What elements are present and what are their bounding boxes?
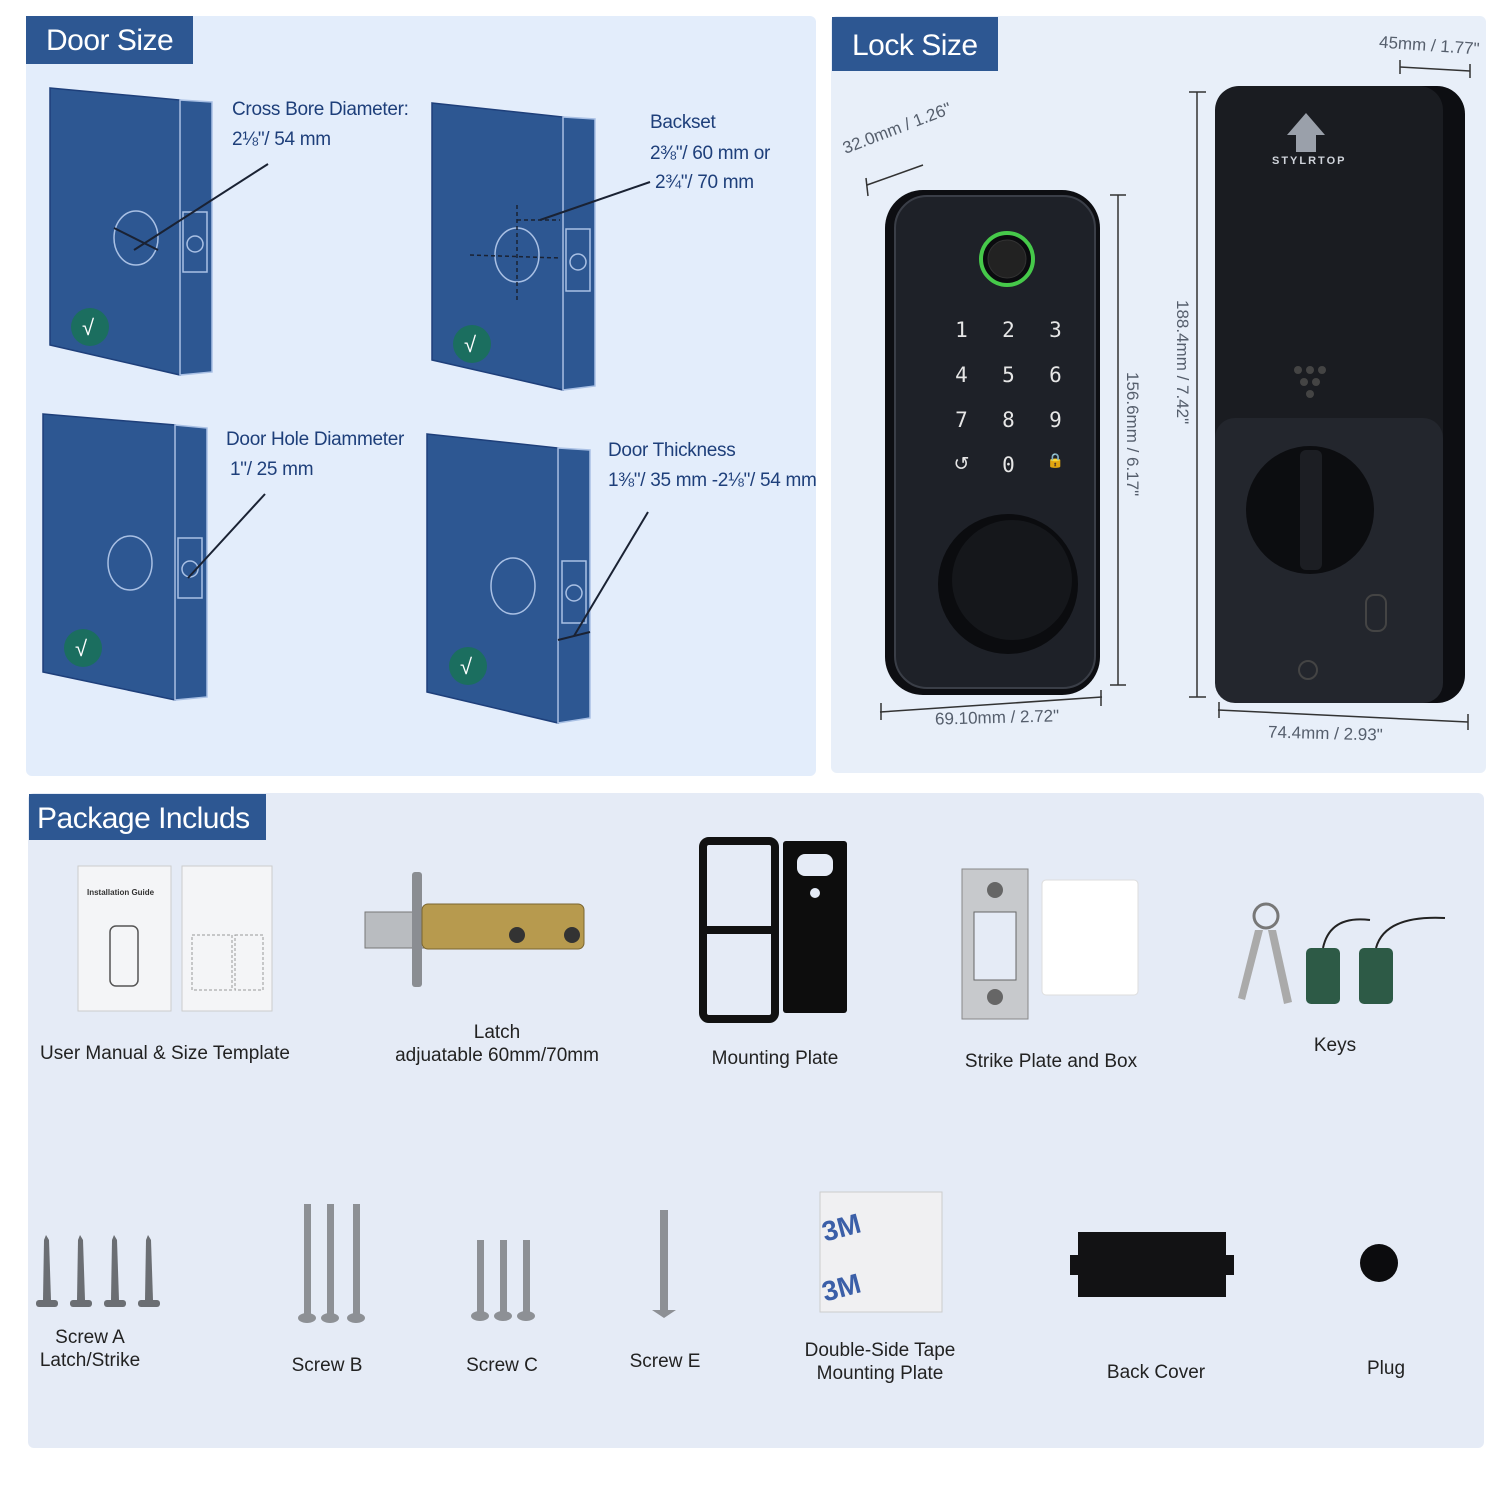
item-label-plug: Plug (1366, 1358, 1406, 1379)
lock-size-title: Lock Size (832, 17, 998, 71)
keypad-key: 3 (1049, 318, 1062, 342)
cross-bore-label: Cross Bore Diameter: (232, 99, 409, 120)
door-hole-illustration (42, 413, 266, 701)
item-label-screw-a: Screw A (55, 1327, 125, 1348)
manual-cover-title: Installation Guide (87, 888, 155, 897)
item-label-strike-plate: Strike Plate and Box (964, 1051, 1138, 1072)
check-mark-icon: √ (464, 332, 476, 357)
backset-value-1: 2⅜"/ 60 mm or (650, 143, 771, 164)
backset-label: Backset (650, 112, 716, 133)
package-row1-illustrations (77, 837, 1446, 1023)
check-mark-icon: √ (75, 636, 87, 661)
door-hole-value: 1"/ 25 mm (230, 459, 314, 480)
item-label-latch-detail: adjuatable 60mm/70mm (395, 1045, 599, 1066)
item-label-double-side-tape-detail: Mounting Plate (816, 1363, 944, 1384)
keypad-key: 4 (955, 363, 968, 387)
keypad-key: ↺ (953, 453, 970, 475)
item-label-double-side-tape: Double-Side Tape (804, 1340, 956, 1361)
front-height-dimension: 156.6mm / 6.17" (1123, 372, 1142, 497)
item-label-screw-c: Screw C (466, 1355, 538, 1376)
lock-icon: 🔒 (1046, 453, 1065, 469)
item-label-back-cover: Back Cover (1106, 1362, 1206, 1383)
door-thickness-value: 1⅜"/ 35 mm -2⅛"/ 54 mm (608, 470, 817, 491)
item-label-screw-a-detail: Latch/Strike (39, 1350, 141, 1371)
back-width-dimension: 74.4mm / 2.93" (1267, 722, 1383, 745)
keypad-key: 1 (955, 318, 968, 342)
cross-bore-value: 2⅛"/ 54 mm (232, 129, 331, 150)
keypad-key: 2 (1002, 318, 1015, 342)
door-hole-label: Door Hole Diammeter (226, 429, 405, 450)
item-label-mounting-plate: Mounting Plate (711, 1048, 839, 1069)
back-height-dimension: 188.4mm / 7.42" (1173, 300, 1192, 425)
check-mark-icon: √ (82, 315, 94, 340)
door-cross-bore-illustration (49, 87, 269, 376)
brand-logo-text: STYLRTOP (1272, 155, 1347, 167)
keypad-key: 6 (1049, 363, 1062, 387)
keypad: 1 2 3 4 5 6 7 8 9 ↺ 0 🔒 (938, 318, 1078, 477)
door-thickness-illustration (426, 433, 649, 724)
keypad-key: 9 (1049, 408, 1062, 432)
backset-value-2: 2¾"/ 70 mm (655, 172, 754, 193)
front-width-dimension: 69.10mm / 2.72" (934, 706, 1060, 729)
door-size-title: Door Size (26, 16, 194, 64)
keypad-key: 5 (1002, 363, 1015, 387)
item-label-user-manual: User Manual & Size Template (40, 1043, 290, 1064)
keypad-key: 7 (955, 408, 968, 432)
door-thickness-label: Door Thickness (608, 440, 736, 461)
item-label-latch: Latch (473, 1022, 521, 1043)
keypad-key: 0 (1002, 453, 1015, 477)
package-row2-illustrations (36, 1191, 1398, 1323)
front-keypad-lock-illustration (865, 60, 1471, 730)
door-backset-illustration (431, 102, 651, 391)
check-mark-icon: √ (460, 654, 472, 679)
item-label-screw-b: Screw B (291, 1355, 363, 1376)
keypad-key: 8 (1002, 408, 1015, 432)
item-label-screw-e: Screw E (629, 1351, 701, 1372)
item-label-keys: Keys (1313, 1035, 1357, 1056)
package-title: Package Includs (29, 794, 266, 840)
